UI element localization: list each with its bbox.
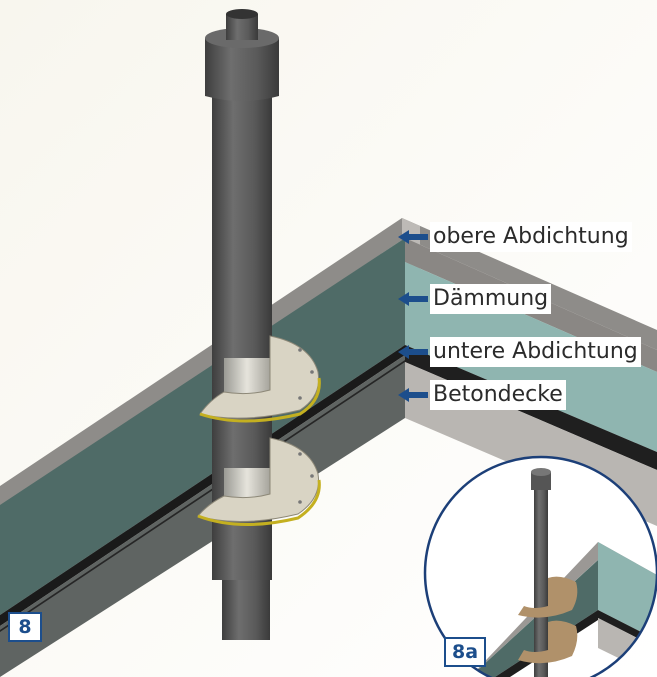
callout-label: untere Abdichtung [430, 337, 641, 367]
lower-sealing-collar [197, 437, 321, 527]
callout-untere-abdichtung: untere Abdichtung [398, 335, 641, 369]
arrow-left-icon [398, 292, 428, 306]
callout-label: Betondecke [430, 380, 566, 410]
callout-obere-abdichtung: obere Abdichtung [398, 220, 632, 254]
callout-label: obere Abdichtung [430, 222, 632, 252]
callout-label: Dämmung [430, 284, 552, 314]
upper-sealing-collar [199, 335, 321, 423]
callout-daemmung: Dämmung [398, 282, 552, 316]
inset-detail [423, 455, 657, 677]
inset-figure-number-badge: 8a [444, 637, 486, 667]
arrow-left-icon [398, 345, 428, 359]
arrow-left-icon [398, 230, 428, 244]
callout-betondecke: Betondecke [398, 378, 566, 412]
arrow-left-icon [398, 388, 428, 402]
flue-pipe [205, 9, 279, 640]
figure-number-badge: 8 [8, 612, 42, 642]
